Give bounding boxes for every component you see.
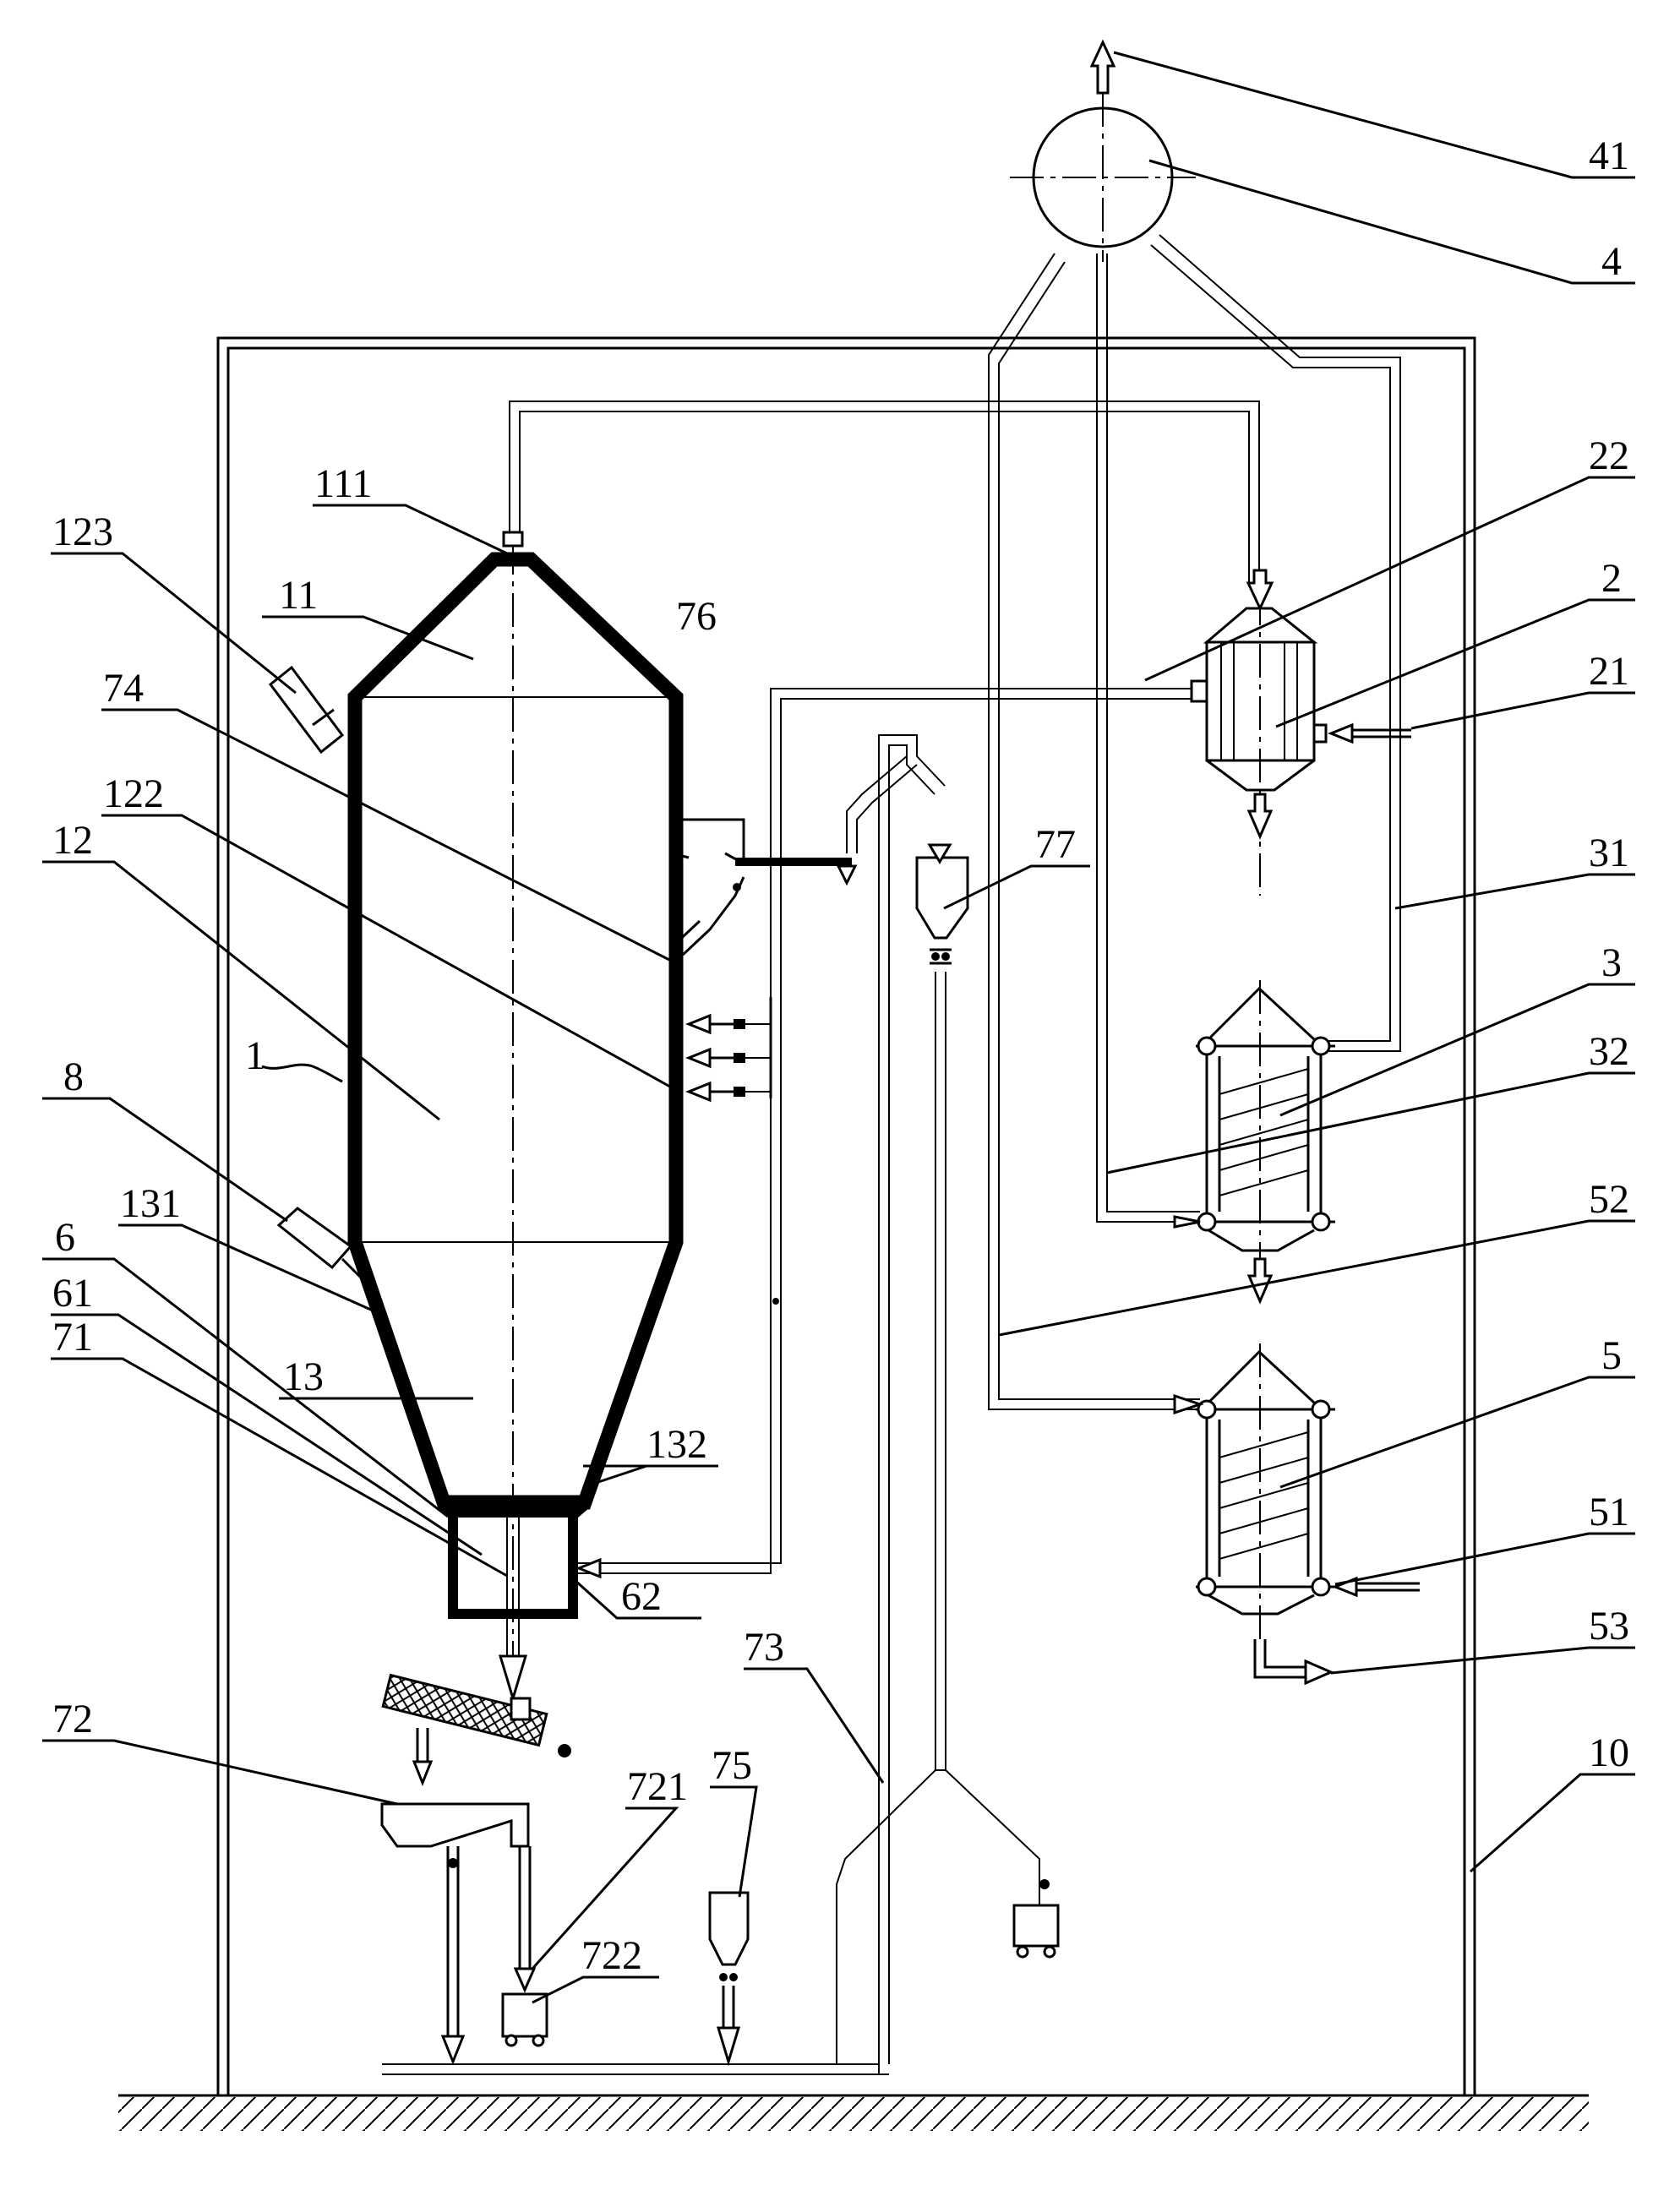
- label-32: 32: [1589, 1029, 1629, 1074]
- pipe-network: [382, 234, 1401, 2075]
- feed-injectors: [575, 997, 779, 1579]
- label-77: 77: [1035, 822, 1076, 867]
- label-73: 73: [744, 1625, 784, 1670]
- label-5: 5: [1601, 1333, 1622, 1378]
- label-722: 722: [581, 1933, 642, 1978]
- heat-exchanger-3: [1173, 980, 1335, 1305]
- gas-separator: [1010, 39, 1196, 262]
- collection-cart: [1012, 1879, 1060, 1959]
- label-22: 22: [1589, 433, 1629, 478]
- label-52: 52: [1589, 1177, 1629, 1222]
- vibrating-screen: [381, 1673, 571, 1787]
- label-4: 4: [1601, 239, 1622, 284]
- label-75: 75: [712, 1743, 752, 1788]
- condenser-2: [1190, 569, 1411, 896]
- label-13: 13: [283, 1354, 324, 1399]
- labels: 41 4 22 2 21 31 3 32 52 5 51 53 10 111 1…: [52, 134, 1629, 1978]
- label-41: 41: [1589, 134, 1629, 178]
- distributor-76: [735, 858, 858, 886]
- label-76: 76: [676, 594, 717, 639]
- label-131: 131: [120, 1181, 181, 1226]
- label-74: 74: [103, 666, 144, 711]
- label-31: 31: [1589, 831, 1629, 875]
- label-111: 111: [314, 461, 372, 506]
- hopper-75: [708, 1891, 750, 2067]
- label-721: 721: [627, 1764, 688, 1809]
- label-21: 21: [1589, 649, 1629, 694]
- label-72: 72: [52, 1697, 93, 1741]
- label-10: 10: [1589, 1730, 1629, 1775]
- label-11: 11: [279, 573, 318, 618]
- classifier-72: [380, 1802, 548, 2066]
- reactor-vessel: [268, 531, 745, 1703]
- hopper-77: [915, 843, 969, 965]
- label-61: 61: [52, 1271, 93, 1316]
- label-62: 62: [621, 1574, 662, 1619]
- label-71: 71: [52, 1315, 93, 1360]
- label-51: 51: [1589, 1490, 1629, 1534]
- label-3: 3: [1601, 940, 1622, 985]
- label-2: 2: [1601, 556, 1622, 601]
- label-53: 53: [1589, 1604, 1629, 1648]
- label-123: 123: [52, 510, 113, 554]
- building-frame: [216, 336, 1476, 2095]
- label-122: 122: [103, 771, 164, 816]
- label-12: 12: [52, 818, 93, 863]
- heat-exchanger-5: [1173, 1343, 1420, 1686]
- leader-lines: [42, 51, 1635, 2004]
- ground: [118, 2094, 1589, 2131]
- label-6: 6: [55, 1215, 75, 1260]
- label-132: 132: [646, 1422, 707, 1467]
- label-8: 8: [63, 1054, 84, 1099]
- label-1: 1: [245, 1033, 265, 1078]
